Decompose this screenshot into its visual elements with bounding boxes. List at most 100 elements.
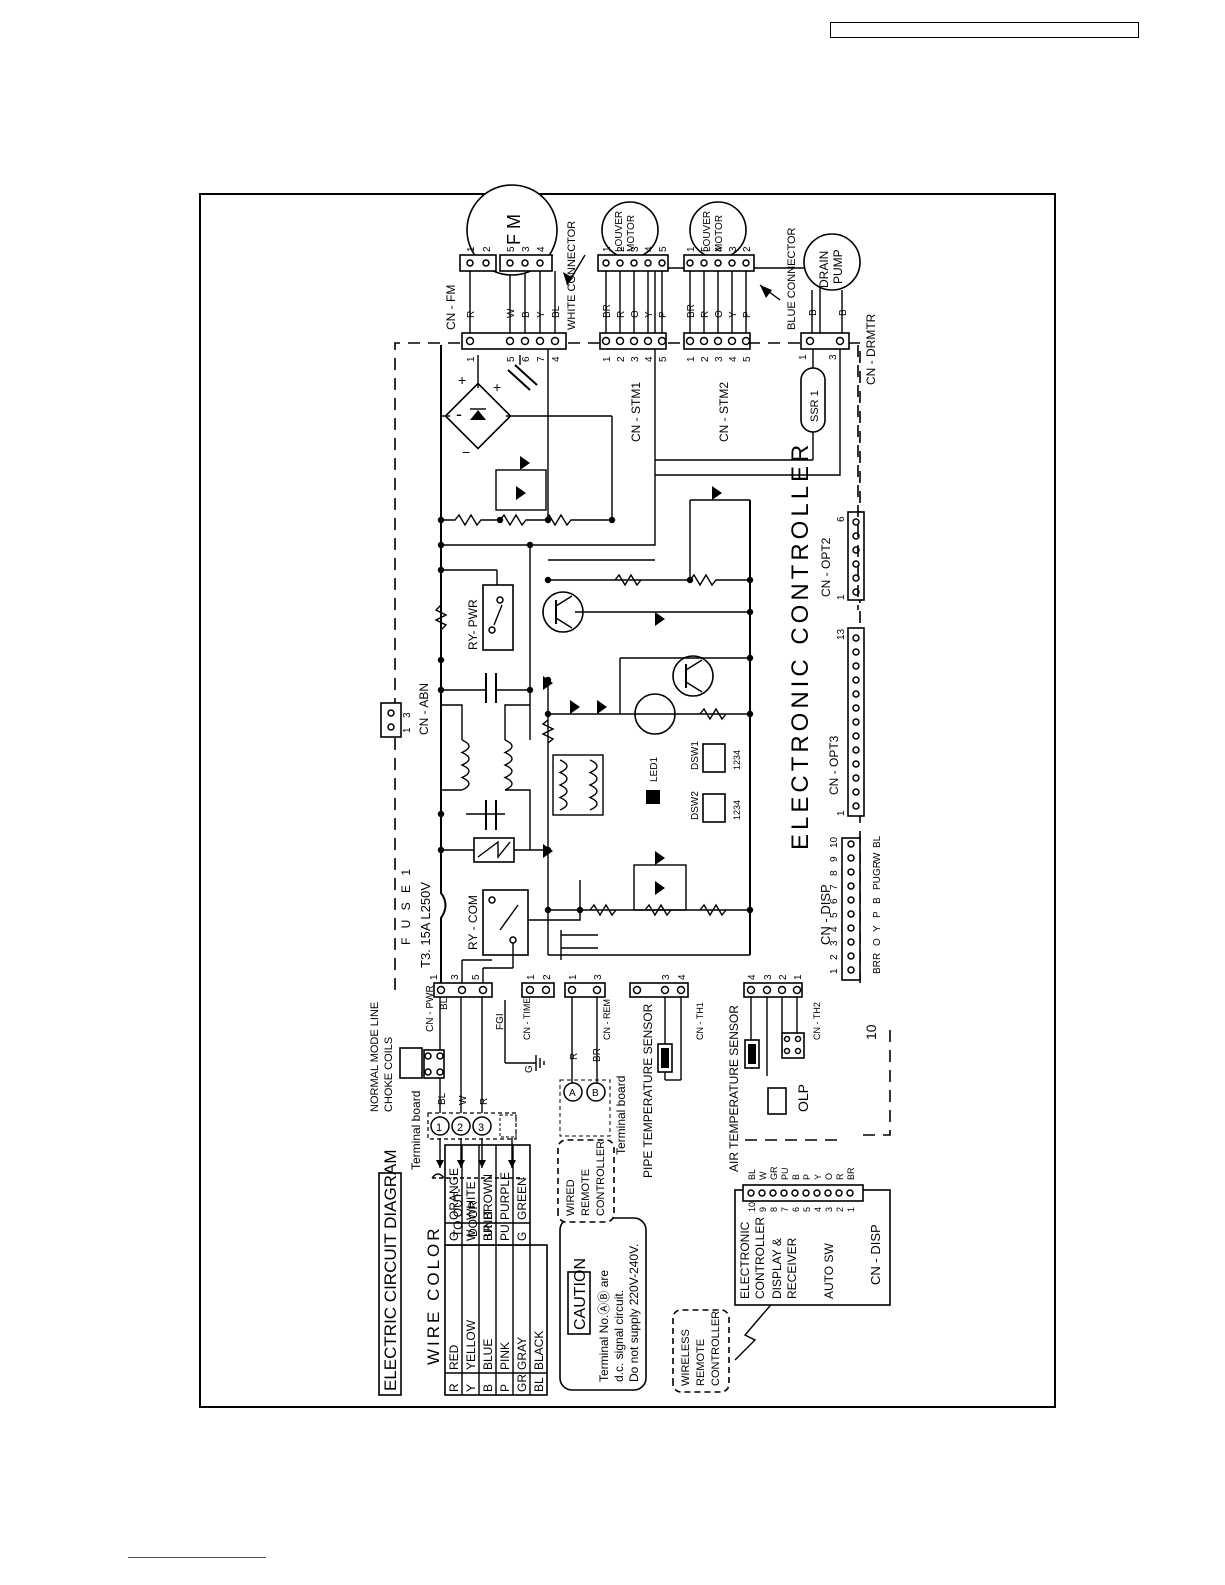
terminal-board-1: 1 2 3 bbox=[427, 1112, 517, 1140]
wire-code: BR bbox=[481, 1224, 495, 1241]
cn-fm-pin-number: 1 bbox=[466, 356, 477, 362]
ground-g-label: G bbox=[524, 1065, 535, 1073]
cn-opt2-label: CN - OPT2 bbox=[819, 537, 833, 597]
wire-color-table: WIRE COLOR RREDOORANGEYYELLOWWWHITEBBLUE… bbox=[424, 1144, 548, 1396]
cn-stm1-pin bbox=[601, 336, 611, 346]
svg-text:4: 4 bbox=[644, 246, 655, 252]
display-pin bbox=[747, 1189, 755, 1197]
fm-wire-code: W bbox=[506, 308, 517, 318]
disp-wire-code: P bbox=[872, 911, 883, 918]
fan-motor bbox=[466, 184, 558, 276]
cn-stm1-pin bbox=[643, 336, 653, 346]
cn-abn-label: CN - ABN bbox=[417, 683, 431, 735]
cn-opt3-pin bbox=[852, 634, 860, 642]
caution-title: CAUTION bbox=[572, 1258, 589, 1330]
diagram-title-box bbox=[378, 1172, 402, 1396]
cn-disp-label: CN - DISP bbox=[818, 884, 833, 945]
stm-wire-code: O bbox=[630, 310, 641, 318]
pipe-sensor-label: PIPE TEMPERATURE SENSOR bbox=[641, 1003, 655, 1178]
transistor-2 bbox=[672, 655, 714, 697]
wire-name: GREEN bbox=[515, 1177, 529, 1220]
display-pin bbox=[769, 1189, 777, 1197]
wire-name: BROWN bbox=[481, 1174, 495, 1220]
display-pin bbox=[824, 1189, 832, 1197]
cn-opt3-pin bbox=[852, 774, 860, 782]
display-pin bbox=[813, 1189, 821, 1197]
air-sensor-label: AIR TEMPERATURE SENSOR bbox=[727, 1005, 741, 1172]
cn-opt3-pin bbox=[852, 718, 860, 726]
cn-opt3-pin bbox=[852, 746, 860, 754]
wire-code: PU bbox=[498, 1224, 512, 1241]
terminal-board-1-label: Terminal board bbox=[409, 1091, 423, 1170]
cn-stm2-label: CN - STM2 bbox=[717, 382, 731, 442]
cn-disp-box-label: CN - DISP bbox=[868, 1224, 883, 1285]
fm-wire-code: B bbox=[521, 311, 532, 318]
terminal-board-2-label: Terminal board bbox=[614, 1076, 628, 1155]
cn-opt3-pin bbox=[852, 676, 860, 684]
stm-wire-code: BR bbox=[602, 304, 613, 318]
fm-wire-code: BL bbox=[551, 305, 562, 318]
cn-disp-pin bbox=[847, 938, 855, 946]
display-pin bbox=[791, 1189, 799, 1197]
svg-text:4: 4 bbox=[536, 246, 547, 252]
svg-text:4: 4 bbox=[644, 356, 655, 362]
cn-disp-pin bbox=[847, 882, 855, 890]
svg-text:4: 4 bbox=[714, 246, 725, 252]
svg-text:1: 1 bbox=[429, 974, 440, 980]
wire-code: B bbox=[481, 1384, 495, 1392]
wire-code: BL bbox=[532, 1377, 546, 1392]
svg-text:1: 1 bbox=[686, 246, 697, 252]
svg-text:1: 1 bbox=[836, 594, 847, 600]
cn-fm-pin bbox=[520, 336, 530, 346]
cn-drmtr-connector bbox=[800, 332, 850, 350]
svg-text:5: 5 bbox=[658, 356, 669, 362]
fan-motor-label: F M bbox=[504, 214, 524, 245]
caution-line-1: Terminal No.ⒶⒷ are bbox=[597, 1270, 611, 1382]
board-outline bbox=[394, 342, 861, 990]
caution-box: CAUTION Terminal No.ⒶⒷ are d.c. signal c… bbox=[559, 1217, 647, 1391]
dsw1-numbers: 1234 bbox=[732, 750, 742, 770]
led1 bbox=[646, 790, 660, 804]
svg-text:LOUVERMOTOR: LOUVERMOTOR bbox=[702, 211, 725, 252]
svg-text:1: 1 bbox=[436, 1122, 442, 1134]
disp-pin-number: 8 bbox=[829, 870, 840, 876]
cn-stm2-pin bbox=[699, 336, 709, 346]
cn-stm1-label: CN - STM1 bbox=[629, 382, 643, 442]
diagram-frame bbox=[199, 193, 1056, 1408]
cn-opt3-pin bbox=[852, 802, 860, 810]
wire-name: BLACK bbox=[532, 1331, 546, 1370]
svg-text:3: 3 bbox=[450, 974, 461, 980]
wire-code: G bbox=[515, 1232, 529, 1241]
cn-rem-label: CN - REM bbox=[602, 999, 612, 1040]
cn-stm2-pin bbox=[741, 336, 751, 346]
disp-wire-code: R bbox=[872, 953, 883, 960]
svg-text:2: 2 bbox=[742, 246, 753, 252]
disp-pin-number: 2 bbox=[829, 954, 840, 960]
disp-pin-number: 7 bbox=[829, 884, 840, 890]
cn-opt3-pin bbox=[852, 690, 860, 698]
display-pin-number: 2 bbox=[835, 1207, 845, 1212]
cn-stm2-pin bbox=[713, 336, 723, 346]
wire-code: Y bbox=[464, 1384, 478, 1392]
display-wire-code: R bbox=[835, 1173, 845, 1180]
disp-wire-code: BL bbox=[872, 835, 883, 848]
ry-com-label: RY - COM bbox=[466, 895, 480, 950]
wire-name: ORANGE bbox=[447, 1168, 461, 1220]
cn-fm-pin bbox=[505, 336, 515, 346]
display-wire-code: P bbox=[802, 1174, 812, 1180]
caution-line-2: d.c. signal circuit. bbox=[612, 1290, 626, 1382]
svg-text:1: 1 bbox=[466, 246, 477, 252]
to-outdoor-label: TO OUT-DOORUNIT bbox=[451, 1189, 495, 1237]
stm-wire-code: BR bbox=[686, 304, 697, 318]
terminal-a bbox=[563, 1082, 583, 1102]
svg-text:3: 3 bbox=[728, 246, 739, 252]
display-wire-code: BR bbox=[846, 1167, 856, 1180]
fm-wire-code: R bbox=[466, 311, 477, 318]
cn-opt3-label: CN - OPT3 bbox=[827, 735, 841, 795]
wire-name: RED bbox=[447, 1344, 461, 1370]
cn-disp-pin bbox=[847, 910, 855, 918]
